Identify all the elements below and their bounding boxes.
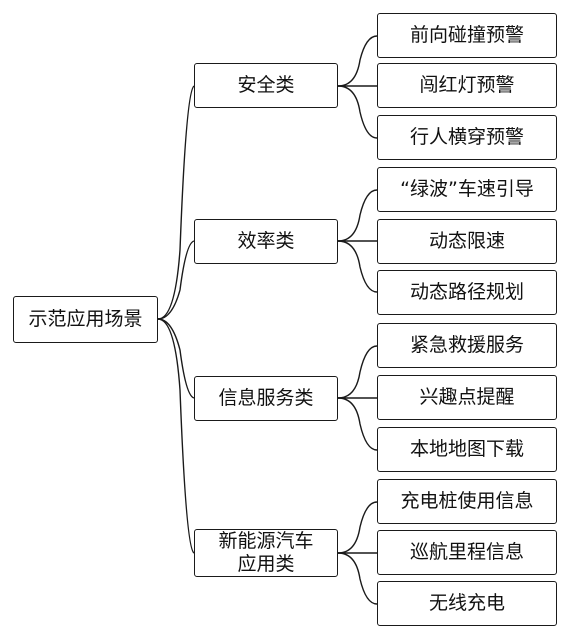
connector-efficiency-leaf-0 <box>337 189 378 242</box>
category-safety: 安全类 <box>194 63 338 108</box>
leaf-node: 动态限速 <box>377 219 557 264</box>
leaf-node: 前向碰撞预警 <box>377 13 557 58</box>
category-info-service: 信息服务类 <box>194 376 338 421</box>
leaf-node: 充电桩使用信息 <box>377 479 557 524</box>
connector-root-to-nev <box>157 318 195 554</box>
leaf-label: 紧急救援服务 <box>409 334 524 357</box>
leaf-node: 兴趣点提醒 <box>377 375 557 420</box>
category-label: 效率类 <box>237 230 295 253</box>
connector-root-to-safety <box>157 85 195 320</box>
leaf-label: 行人横穿预警 <box>409 126 524 149</box>
leaf-node: 行人横穿预警 <box>377 115 557 160</box>
leaf-label: 动态限速 <box>428 230 505 253</box>
connector-info-leaf-0 <box>337 345 378 399</box>
category-efficiency: 效率类 <box>194 219 338 264</box>
connector-safety-leaf-0 <box>337 35 378 87</box>
connector-root-to-efficiency <box>157 240 195 320</box>
root-node: 示范应用场景 <box>13 296 158 343</box>
connector-root-to-info <box>157 318 195 399</box>
connector-efficiency-leaf-2 <box>337 240 378 293</box>
leaf-label: 本地地图下载 <box>409 438 524 461</box>
leaf-node: 闯红灯预警 <box>377 63 557 108</box>
category-label-line-2: 应用类 <box>237 553 295 575</box>
category-label-line-1: 新能源汽车 <box>218 530 314 553</box>
leaf-label: 兴趣点提醒 <box>419 386 515 409</box>
leaf-label: 充电桩使用信息 <box>400 490 534 513</box>
category-new-energy-vehicle: 新能源汽车 应用类 <box>194 529 338 577</box>
leaf-node: “绿波”车速引导 <box>377 167 557 212</box>
leaf-label: 无线充电 <box>428 592 505 615</box>
leaf-label: 动态路径规划 <box>409 281 524 304</box>
connector-info-leaf-2 <box>337 397 378 451</box>
leaf-node: 紧急救援服务 <box>377 323 557 368</box>
connector-nev-leaf-0 <box>337 501 378 554</box>
leaf-node: 无线充电 <box>377 581 557 626</box>
leaf-node: 本地地图下载 <box>377 427 557 472</box>
category-label: 安全类 <box>237 74 295 97</box>
category-label: 信息服务类 <box>218 387 314 410</box>
root-label: 示范应用场景 <box>28 308 143 331</box>
leaf-label: “绿波”车速引导 <box>400 178 534 201</box>
connector-safety-leaf-2 <box>337 85 378 139</box>
leaf-label: 闯红灯预警 <box>419 74 515 97</box>
leaf-node: 动态路径规划 <box>377 270 557 315</box>
leaf-label: 巡航里程信息 <box>409 541 524 564</box>
connector-nev-leaf-2 <box>337 552 378 605</box>
leaf-node: 巡航里程信息 <box>377 530 557 575</box>
leaf-label: 前向碰撞预警 <box>409 24 524 47</box>
